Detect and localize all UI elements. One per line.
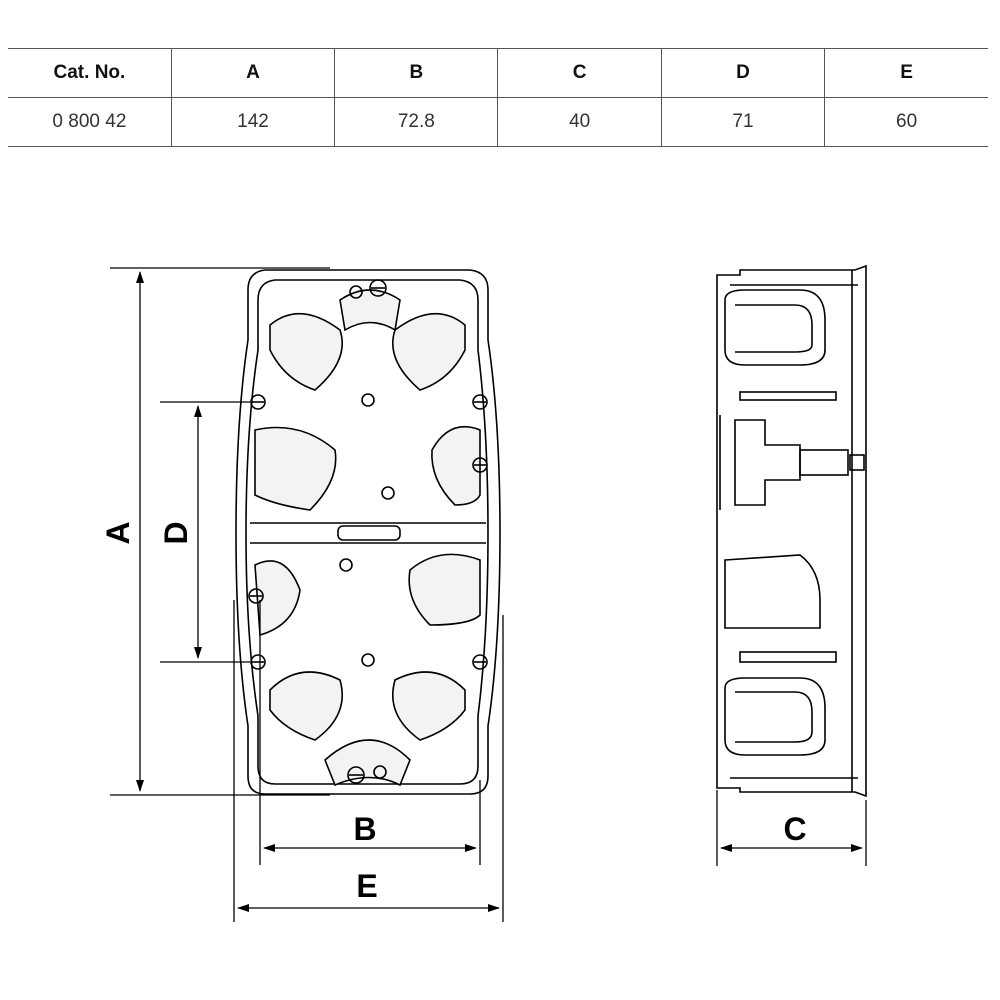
cell-c: 40: [497, 97, 662, 147]
cell-d: 71: [660, 97, 825, 147]
table-header-row: Cat. No. A B C D E: [8, 48, 988, 98]
label-d: D: [158, 521, 194, 544]
table-row: 0 800 42 142 72.8 40 71 60: [8, 97, 988, 147]
cell-b: 72.8: [334, 97, 498, 147]
label-a: A: [100, 521, 136, 544]
side-view: [716, 264, 867, 798]
header-c: C: [497, 48, 662, 98]
label-b: B: [353, 811, 376, 847]
label-e: E: [356, 868, 377, 904]
cell-a: 142: [170, 97, 335, 147]
header-a: A: [170, 48, 335, 98]
dimension-lines: [110, 267, 867, 922]
header-e: E: [824, 48, 988, 98]
dimensions-table: Cat. No. A B C D E 0 800 42 142 72.8 40 …: [8, 48, 988, 147]
screw-icon: [248, 279, 488, 784]
header-cat-no: Cat. No.: [8, 48, 172, 98]
header-b: B: [334, 48, 498, 98]
cell-cat-no: 0 800 42: [52, 111, 127, 132]
front-view: [235, 269, 501, 795]
cell-e: 60: [824, 97, 988, 147]
header-d: D: [660, 48, 825, 98]
label-c: C: [783, 811, 806, 847]
